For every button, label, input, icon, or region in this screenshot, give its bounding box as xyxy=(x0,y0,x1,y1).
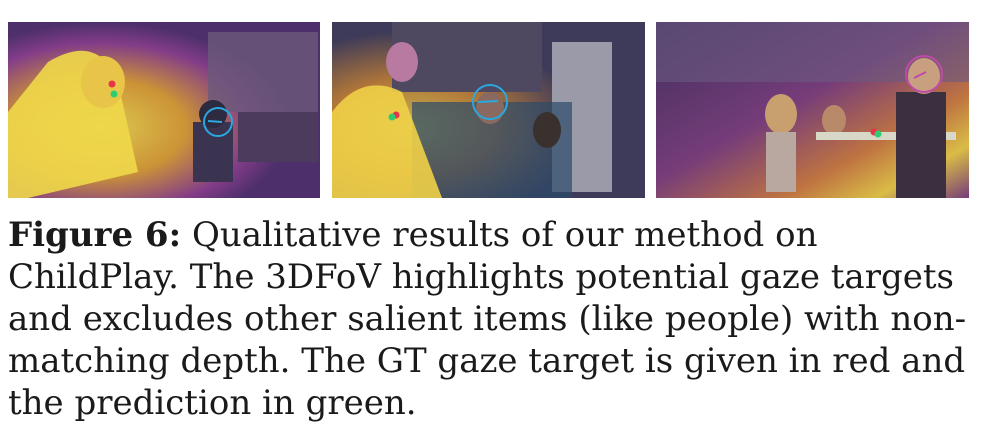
result-image-3 xyxy=(656,22,969,198)
result-image-1 xyxy=(8,22,320,198)
figure-label: Figure 6: xyxy=(8,215,182,255)
figure-caption: Figure 6: Qualitative results of our met… xyxy=(8,214,980,424)
caption-text: Qualitative results of our method on Chi… xyxy=(8,215,967,423)
result-image-2 xyxy=(332,22,645,198)
